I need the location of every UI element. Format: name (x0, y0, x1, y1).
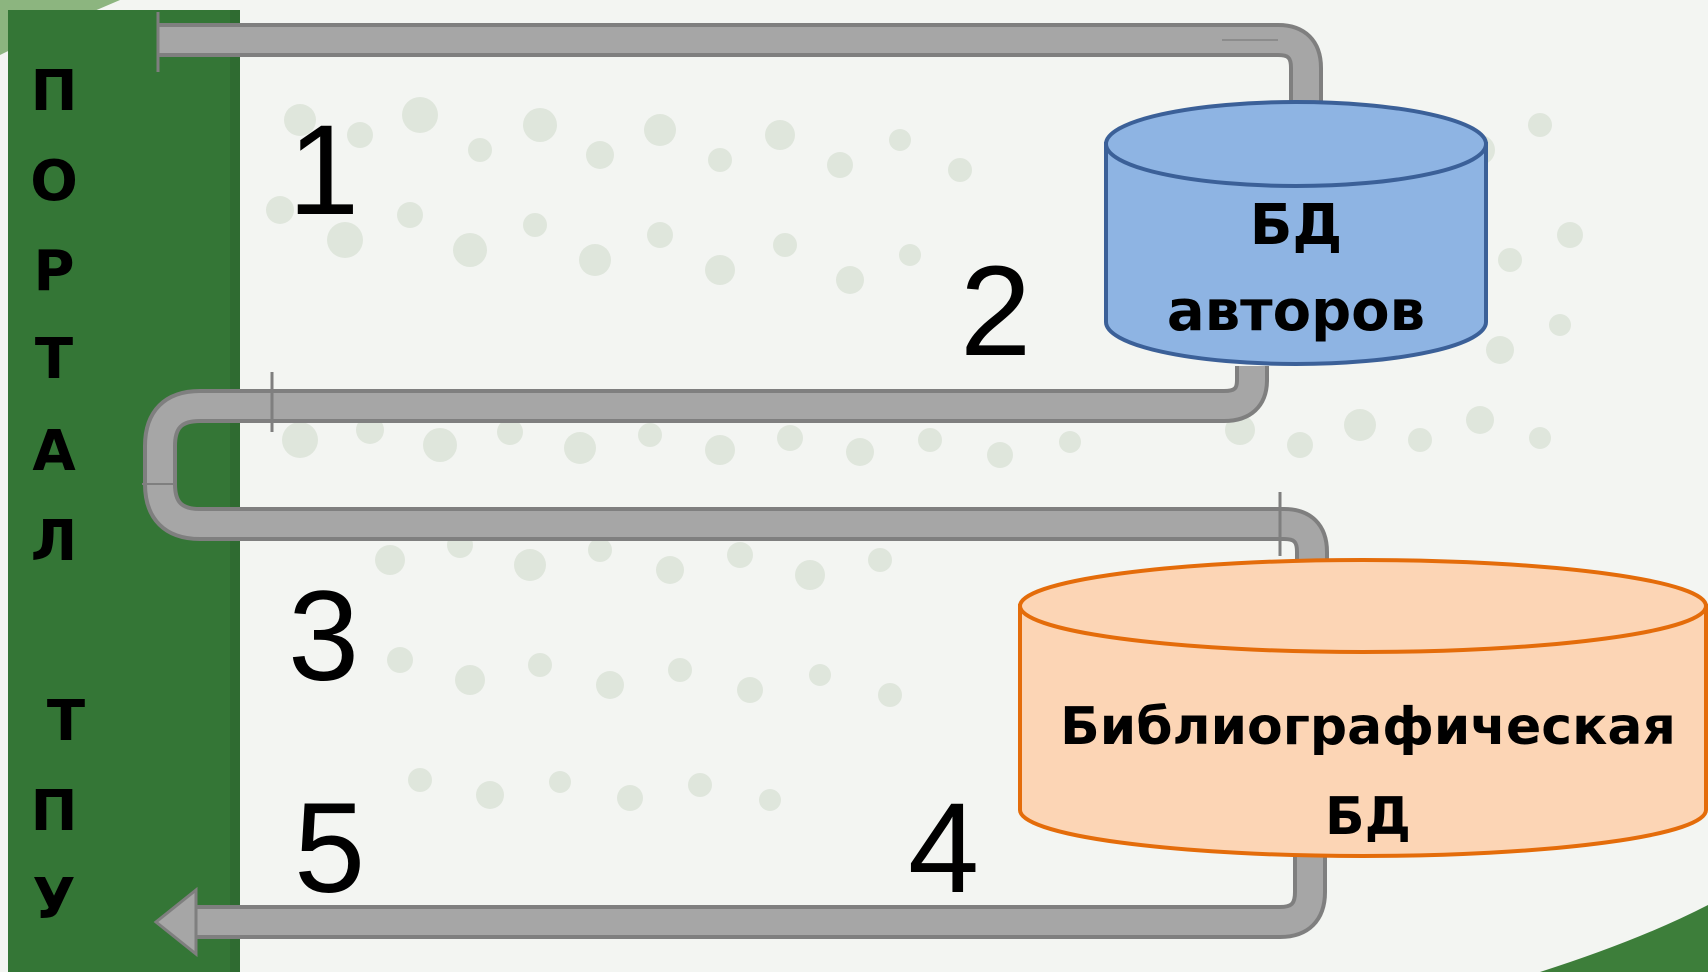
authors-db: БД авторов (1104, 100, 1488, 366)
step-number-4: 4 (908, 777, 979, 920)
authors-db-label-line2: авторов (1167, 279, 1425, 344)
portal-letter: П (31, 779, 78, 844)
portal-letter: П (31, 59, 78, 124)
step-number-5: 5 (294, 777, 365, 920)
bibliographic-db-label-line2: БД (1325, 787, 1411, 847)
authors-db-label-line1: БД (1250, 193, 1343, 258)
portal-letter: А (32, 419, 76, 484)
step-numbers: 1 2 3 4 5 (288, 99, 1031, 920)
portal-letter: О (30, 149, 78, 214)
step-number-1: 1 (288, 99, 359, 242)
portal-letter: Т (35, 327, 73, 392)
bibliographic-db-label-line1: Библиографическая (1060, 697, 1676, 757)
portal-letter: Р (33, 239, 74, 304)
portal-bar: П О Р Т А Л Т П У (8, 10, 240, 972)
portal-letter: Л (31, 509, 78, 574)
step-number-3: 3 (288, 565, 359, 708)
step-number-2: 2 (960, 240, 1031, 383)
bibliographic-db: Библиографическая БД (1018, 558, 1708, 858)
flow-pipe-4-5 (153, 856, 1327, 958)
portal-letter: У (32, 867, 75, 932)
portal-letter: Т (47, 689, 85, 754)
